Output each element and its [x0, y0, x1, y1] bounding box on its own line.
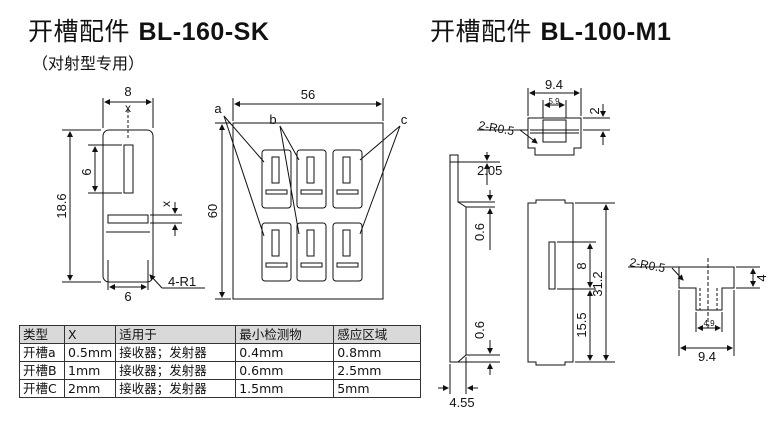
dim-0-6-upper: 0.6: [472, 223, 487, 241]
dim-4-9: 4.9: [703, 319, 715, 328]
table-row: 开槽a 0.5mm 接收器；发射器 0.4mm 0.8mm: [19, 343, 422, 362]
dim-6-bottom: 6: [124, 289, 131, 304]
m1-front-view: [527, 199, 574, 366]
dim-31-2: 31.2: [590, 271, 605, 296]
slot-c-top: [332, 149, 363, 209]
dim-15-5: 15.5: [574, 312, 589, 337]
dim-0-6-lower: 0.6: [472, 321, 487, 339]
cell-min-object: 1.5mm: [235, 379, 335, 398]
slot-a-top: [261, 149, 292, 209]
slot-a-bottom: [261, 222, 292, 282]
cell-x: 0.5mm: [63, 343, 117, 362]
spec-table: 类型 X 适用于 最小检测物 感应区域 开槽a 0.5mm 接收器；发射器 0.…: [19, 325, 422, 398]
header-x: X: [63, 325, 117, 344]
slit-plate-front-view: [102, 110, 154, 283]
label-c: c: [401, 112, 408, 127]
cell-applies-to: 接收器；发射器: [115, 361, 237, 380]
m1-side-profile: [449, 154, 467, 363]
dim-2-r0-5-top: 2-R0.5: [477, 118, 515, 138]
right-title-model: BL-100-M1: [540, 18, 672, 46]
left-subtitle: （对射型专用）: [32, 54, 145, 73]
cell-applies-to: 接收器；发射器: [115, 343, 237, 362]
left-title-model: BL-160-SK: [138, 18, 270, 46]
dim-2-r0-5-bracket: 2-R0.5: [628, 255, 666, 275]
cell-sensing-area: 5mm: [333, 379, 422, 398]
cell-type: 开槽C: [19, 379, 65, 398]
cell-x: 2mm: [63, 379, 117, 398]
slot-b-top: [296, 149, 327, 209]
label-a: a: [214, 101, 222, 116]
dim-5-9: 5.9: [548, 97, 560, 106]
dim-2: 2: [587, 107, 602, 114]
dim-x-top: x: [125, 101, 131, 115]
cell-min-object: 0.6mm: [235, 361, 335, 380]
dim-x-side: x: [159, 201, 173, 207]
dim-4: 4: [754, 274, 769, 281]
cell-sensing-area: 0.8mm: [333, 343, 422, 362]
dim-60: 60: [205, 204, 220, 218]
cell-type: 开槽B: [19, 361, 65, 380]
dim-9-4-top: 9.4: [545, 77, 563, 92]
right-title: 开槽配件 BL-100-M1: [430, 12, 671, 48]
cell-min-object: 0.4mm: [235, 343, 335, 362]
dim-56: 56: [301, 87, 315, 102]
cell-x: 1mm: [63, 361, 117, 380]
left-title: 开槽配件 BL-160-SK: [28, 12, 269, 48]
header-min-object: 最小检测物: [235, 325, 335, 344]
table-row: 开槽B 1mm 接收器；发射器 0.6mm 2.5mm: [19, 361, 422, 380]
m1-bracket-view: [678, 258, 735, 330]
cell-sensing-area: 2.5mm: [333, 361, 422, 380]
dim-8: 8: [124, 84, 131, 99]
dim-9-4-bracket: 9.4: [698, 349, 716, 364]
m1-section-top: [527, 117, 582, 156]
cell-applies-to: 接收器；发射器: [115, 379, 237, 398]
slot-c-bottom: [332, 222, 363, 282]
header-type: 类型: [19, 325, 65, 344]
dim-8-slot: 8: [574, 262, 589, 269]
table-header-row: 类型 X 适用于 最小检测物 感应区域: [19, 325, 422, 344]
dim-4-r1: 4-R1: [168, 274, 196, 289]
table-row: 开槽C 2mm 接收器；发射器 1.5mm 5mm: [19, 379, 422, 398]
left-title-cn: 开槽配件: [28, 17, 131, 46]
label-b: b: [269, 112, 276, 127]
dim-18-6: 18.6: [54, 193, 69, 218]
slot-b-bottom: [296, 222, 327, 282]
dim-2-05: 2.05: [477, 163, 502, 178]
dim-4-55: 4.55: [449, 395, 474, 410]
cell-type: 开槽a: [19, 343, 65, 362]
header-applies-to: 适用于: [115, 325, 237, 344]
header-sensing-area: 感应区域: [333, 325, 422, 344]
right-title-cn: 开槽配件: [430, 17, 533, 46]
slit-plate-layout: [232, 122, 384, 300]
dim-6-slot: 6: [79, 168, 94, 175]
